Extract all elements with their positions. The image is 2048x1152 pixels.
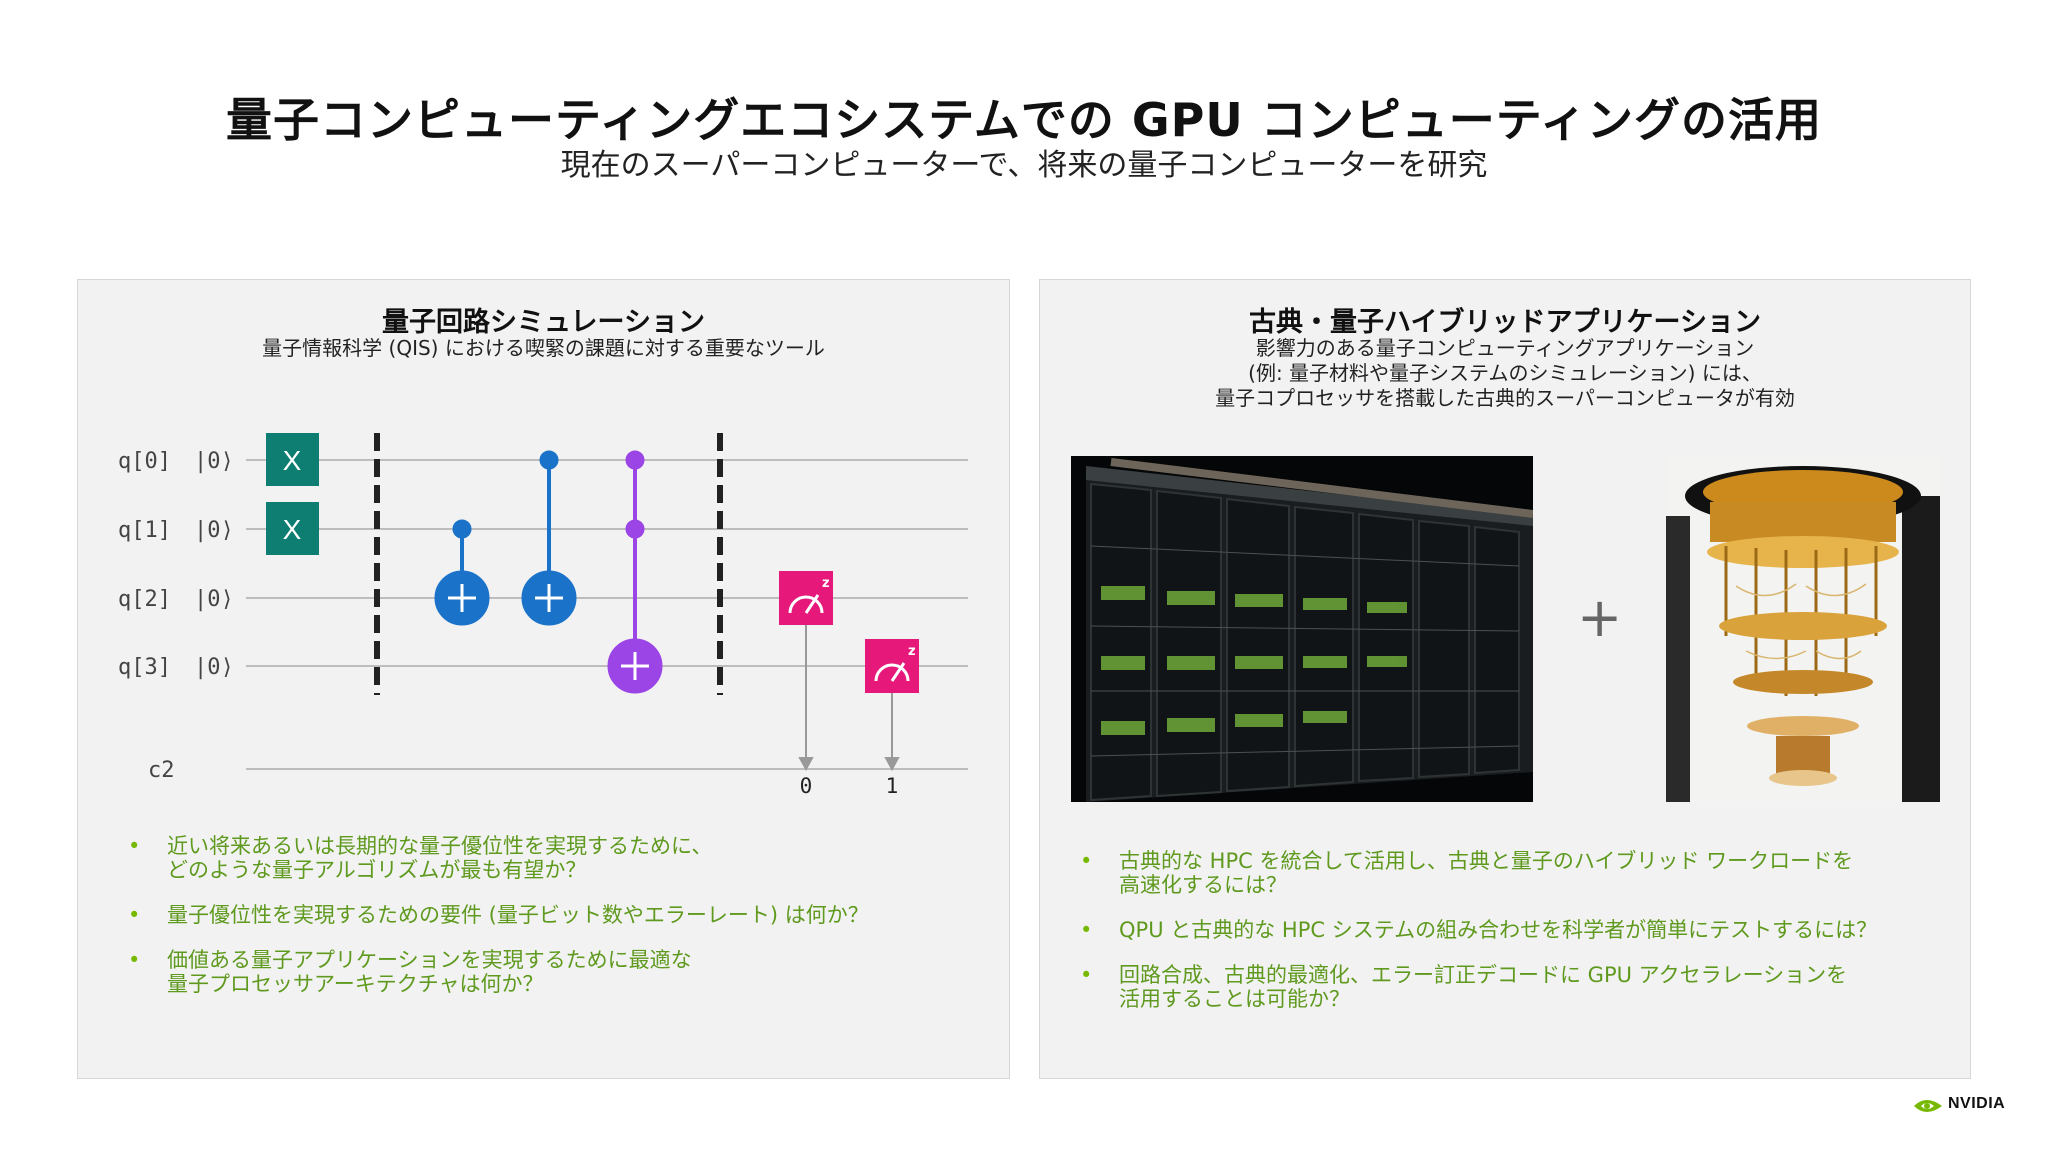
- classical-register-label: c2: [148, 758, 175, 783]
- init-state-label: |0⟩: [194, 655, 234, 680]
- x-gate: X: [266, 433, 319, 486]
- list-item: •価値ある量子アプリケーションを実現するために最適な 量子プロセッサアーキテクチ…: [128, 948, 692, 996]
- qubit-label: q[1]: [118, 518, 171, 543]
- init-state-label: |0⟩: [194, 449, 234, 474]
- list-item: •回路合成、古典的最適化、エラー訂正デコードに GPU アクセラレーションを 活…: [1080, 963, 1848, 1011]
- svg-text:X: X: [283, 445, 302, 476]
- plus-icon: +: [1577, 586, 1623, 649]
- nvidia-logo: NVIDIA: [1912, 1094, 2017, 1118]
- qubit-label: q[3]: [118, 655, 171, 680]
- bullet-icon: •: [1080, 918, 1093, 942]
- panel-title: 古典・量子ハイブリッドアプリケーション: [1249, 307, 1761, 338]
- hybrid-application-panel: 古典・量子ハイブリッドアプリケーション 影響力のある量子コンピューティングアプリ…: [1039, 279, 1971, 1079]
- qubit-label: q[0]: [118, 449, 171, 474]
- svg-text:X: X: [283, 514, 302, 545]
- toffoli-gate: [607, 450, 663, 694]
- svg-text:z: z: [822, 576, 830, 591]
- svg-text:z: z: [908, 644, 916, 659]
- slide-title: 量子コンピューティングエコシステムでの GPU コンピューティングの活用: [226, 93, 1822, 147]
- measure-gate: z: [779, 571, 833, 625]
- list-item: •古典的な HPC を統合して活用し、古典と量子のハイブリッド ワークロードを …: [1080, 849, 1854, 897]
- panel-description: 量子情報科学 (QIS) における喫緊の課題に対する重要なツール: [262, 336, 825, 360]
- measure-gate: z: [865, 639, 919, 693]
- bullet-icon: •: [128, 903, 141, 927]
- classical-bit-label: 0: [800, 774, 813, 798]
- research-questions-list: •近い将来あるいは長期的な量子優位性を実現するために、 どのような量子アルゴリズ…: [122, 834, 982, 1017]
- init-state-label: |0⟩: [194, 587, 234, 612]
- quantum-computer-image: [1666, 456, 1940, 802]
- nvidia-eye-icon: [1914, 1100, 1942, 1112]
- supercomputer-image: [1071, 456, 1533, 802]
- list-item: •量子優位性を実現するための要件 (量子ビット数やエラーレート) は何か？: [128, 903, 869, 927]
- bullet-icon: •: [128, 834, 141, 858]
- bullet-icon: •: [1080, 963, 1093, 987]
- cnot-gate: [434, 519, 490, 626]
- list-item: •近い将来あるいは長期的な量子優位性を実現するために、 どのような量子アルゴリズ…: [128, 834, 713, 882]
- bullet-icon: •: [1080, 849, 1093, 873]
- list-item: •QPU と古典的な HPC システムの組み合わせを科学者が簡単にテストするには…: [1080, 918, 1878, 942]
- init-state-label: |0⟩: [194, 518, 234, 543]
- panel-title: 量子回路シミュレーション: [382, 307, 705, 338]
- circuit-simulation-panel: 量子回路シミュレーション 量子情報科学 (QIS) における喫緊の課題に対する重…: [77, 279, 1010, 1079]
- slide-subtitle: 現在のスーパーコンピューターで、将来の量子コンピューターを研究: [560, 148, 1488, 183]
- quantum-circuit-diagram: q[0] q[1] q[2] q[3] |0⟩ |0⟩ |0⟩ |0⟩ c2 X…: [118, 433, 968, 798]
- classical-bit-label: 1: [886, 774, 899, 798]
- x-gate: X: [266, 502, 319, 555]
- panel-description: 影響力のある量子コンピューティングアプリケーション (例: 量子材料や量子システ…: [1215, 336, 1795, 410]
- cnot-gate: [521, 450, 577, 626]
- research-questions-list: •古典的な HPC を統合して活用し、古典と量子のハイブリッド ワークロードを …: [1074, 849, 1954, 1032]
- bullet-icon: •: [128, 948, 141, 972]
- qubit-label: q[2]: [118, 587, 171, 612]
